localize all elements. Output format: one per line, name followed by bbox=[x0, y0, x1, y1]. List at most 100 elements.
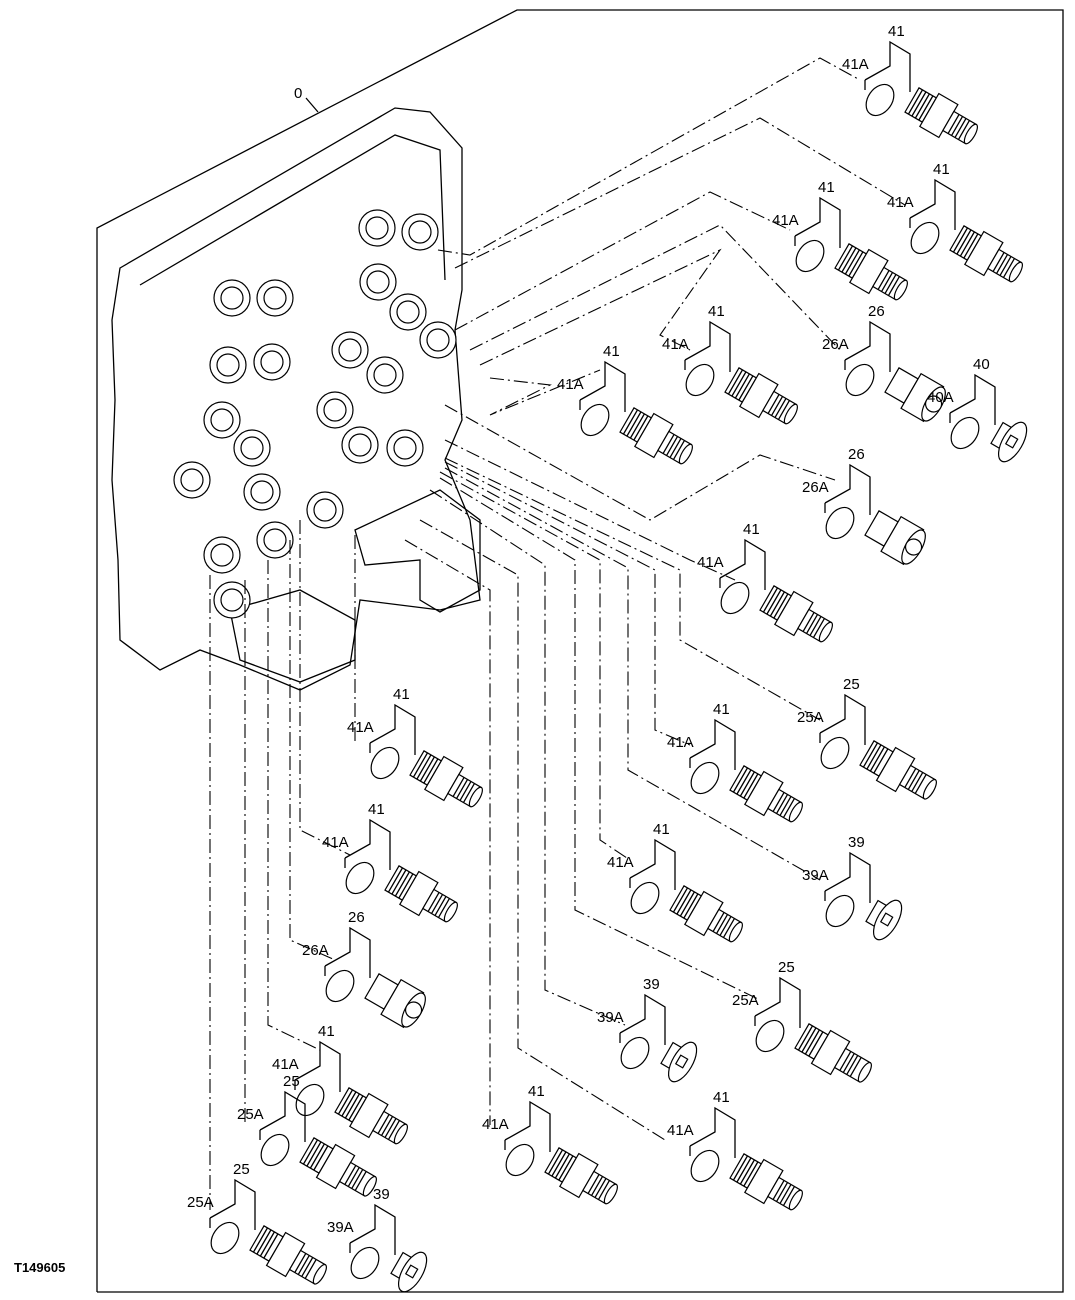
part-number-label: 40 bbox=[973, 356, 990, 373]
callout-part-41: 41 41A bbox=[667, 701, 803, 823]
o-ring-seal bbox=[820, 736, 850, 770]
valve-body bbox=[111, 107, 481, 691]
assembly-label: 0 bbox=[294, 85, 302, 102]
assembly-leader bbox=[305, 97, 319, 113]
o-ring-seal bbox=[370, 746, 400, 780]
o-ring-seal bbox=[350, 1246, 380, 1280]
callout-layer: 41 41A 41 41A 41 41A 26 26A 40 40A 41 41A 41 41A 26 26A… bbox=[187, 23, 1028, 1293]
fitting-part-25 bbox=[249, 1225, 327, 1285]
o-ring-seal bbox=[910, 221, 940, 255]
callout-part-25: 25 25A bbox=[732, 959, 872, 1083]
part-number-label: 26 bbox=[348, 909, 365, 926]
fitting-part-41 bbox=[729, 1153, 803, 1211]
fitting-part-41 bbox=[619, 407, 693, 465]
seal-number-label: 39A bbox=[802, 867, 829, 884]
callout-part-41: 41 41A bbox=[322, 801, 458, 923]
part-number-label: 39 bbox=[373, 1186, 390, 1203]
seal-number-label: 39A bbox=[597, 1009, 624, 1026]
o-ring-seal bbox=[845, 363, 875, 397]
o-ring-seal bbox=[620, 1036, 650, 1070]
callout-part-40: 40 40A bbox=[927, 356, 1028, 463]
seal-number-label: 41A bbox=[557, 376, 584, 393]
o-ring-seal bbox=[580, 403, 610, 437]
fitting-part-41 bbox=[759, 585, 833, 643]
seal-number-label: 25A bbox=[797, 709, 824, 726]
fitting-part-39 bbox=[390, 1251, 428, 1293]
seal-number-label: 41A bbox=[772, 212, 799, 229]
seal-number-label: 41A bbox=[842, 56, 869, 73]
fitting-part-25 bbox=[859, 740, 937, 800]
fitting-part-41 bbox=[669, 885, 743, 943]
o-ring-seal bbox=[345, 861, 375, 895]
o-ring-seal bbox=[795, 239, 825, 273]
o-ring-seal bbox=[325, 969, 355, 1003]
part-number-label: 26 bbox=[868, 303, 885, 320]
fitting-part-25 bbox=[794, 1023, 872, 1083]
callout-part-39: 39 39A bbox=[802, 834, 903, 941]
fitting-part-25 bbox=[299, 1137, 377, 1197]
fitting-part-26 bbox=[884, 367, 946, 423]
seal-number-label: 39A bbox=[327, 1219, 354, 1236]
fitting-part-41 bbox=[384, 865, 458, 923]
o-ring-seal bbox=[825, 506, 855, 540]
o-ring-seal bbox=[950, 416, 980, 450]
o-ring-seal bbox=[210, 1221, 240, 1255]
callout-part-41: 41 41A bbox=[842, 23, 978, 145]
o-ring-seal bbox=[690, 1149, 720, 1183]
fitting-part-41 bbox=[904, 87, 978, 145]
callout-part-41: 41 41A bbox=[887, 161, 1023, 283]
seal-number-label: 26A bbox=[822, 336, 849, 353]
o-ring-seal bbox=[505, 1143, 535, 1177]
fitting-part-39 bbox=[865, 899, 903, 941]
o-ring-seal bbox=[825, 894, 855, 928]
o-ring-seal bbox=[685, 363, 715, 397]
seal-number-label: 41A bbox=[667, 1122, 694, 1139]
seal-number-label: 41A bbox=[272, 1056, 299, 1073]
fitting-part-39 bbox=[660, 1041, 698, 1083]
callout-part-41: 41 41A bbox=[272, 1023, 408, 1145]
seal-number-label: 41A bbox=[887, 194, 914, 211]
o-ring-seal bbox=[295, 1083, 325, 1117]
part-number-label: 25 bbox=[233, 1161, 250, 1178]
diagram-frame bbox=[96, 9, 1064, 1293]
o-ring-seal bbox=[690, 761, 720, 795]
part-number-label: 41 bbox=[318, 1023, 335, 1040]
part-number-label: 41 bbox=[528, 1083, 545, 1100]
seal-number-label: 41A bbox=[667, 734, 694, 751]
fitting-part-41 bbox=[409, 750, 483, 808]
seal-number-label: 26A bbox=[302, 942, 329, 959]
seal-number-label: 26A bbox=[802, 479, 829, 496]
o-ring-seal bbox=[720, 581, 750, 615]
fitting-part-41 bbox=[724, 367, 798, 425]
seal-number-label: 41A bbox=[322, 834, 349, 851]
part-number-label: 41 bbox=[888, 23, 905, 40]
o-ring-seal bbox=[865, 83, 895, 117]
part-number-label: 39 bbox=[848, 834, 865, 851]
fitting-part-41 bbox=[729, 765, 803, 823]
seal-number-label: 40A bbox=[927, 389, 954, 406]
part-number-label: 41 bbox=[713, 701, 730, 718]
part-number-label: 25 bbox=[778, 959, 795, 976]
o-ring-seal bbox=[755, 1019, 785, 1053]
seal-number-label: 25A bbox=[732, 992, 759, 1009]
part-number-label: 41 bbox=[368, 801, 385, 818]
part-number-label: 41 bbox=[708, 303, 725, 320]
leader-lines bbox=[209, 57, 906, 1210]
part-number-label: 26 bbox=[848, 446, 865, 463]
part-number-label: 41 bbox=[933, 161, 950, 178]
part-number-label: 25 bbox=[283, 1073, 300, 1090]
fitting-part-41 bbox=[544, 1147, 618, 1205]
